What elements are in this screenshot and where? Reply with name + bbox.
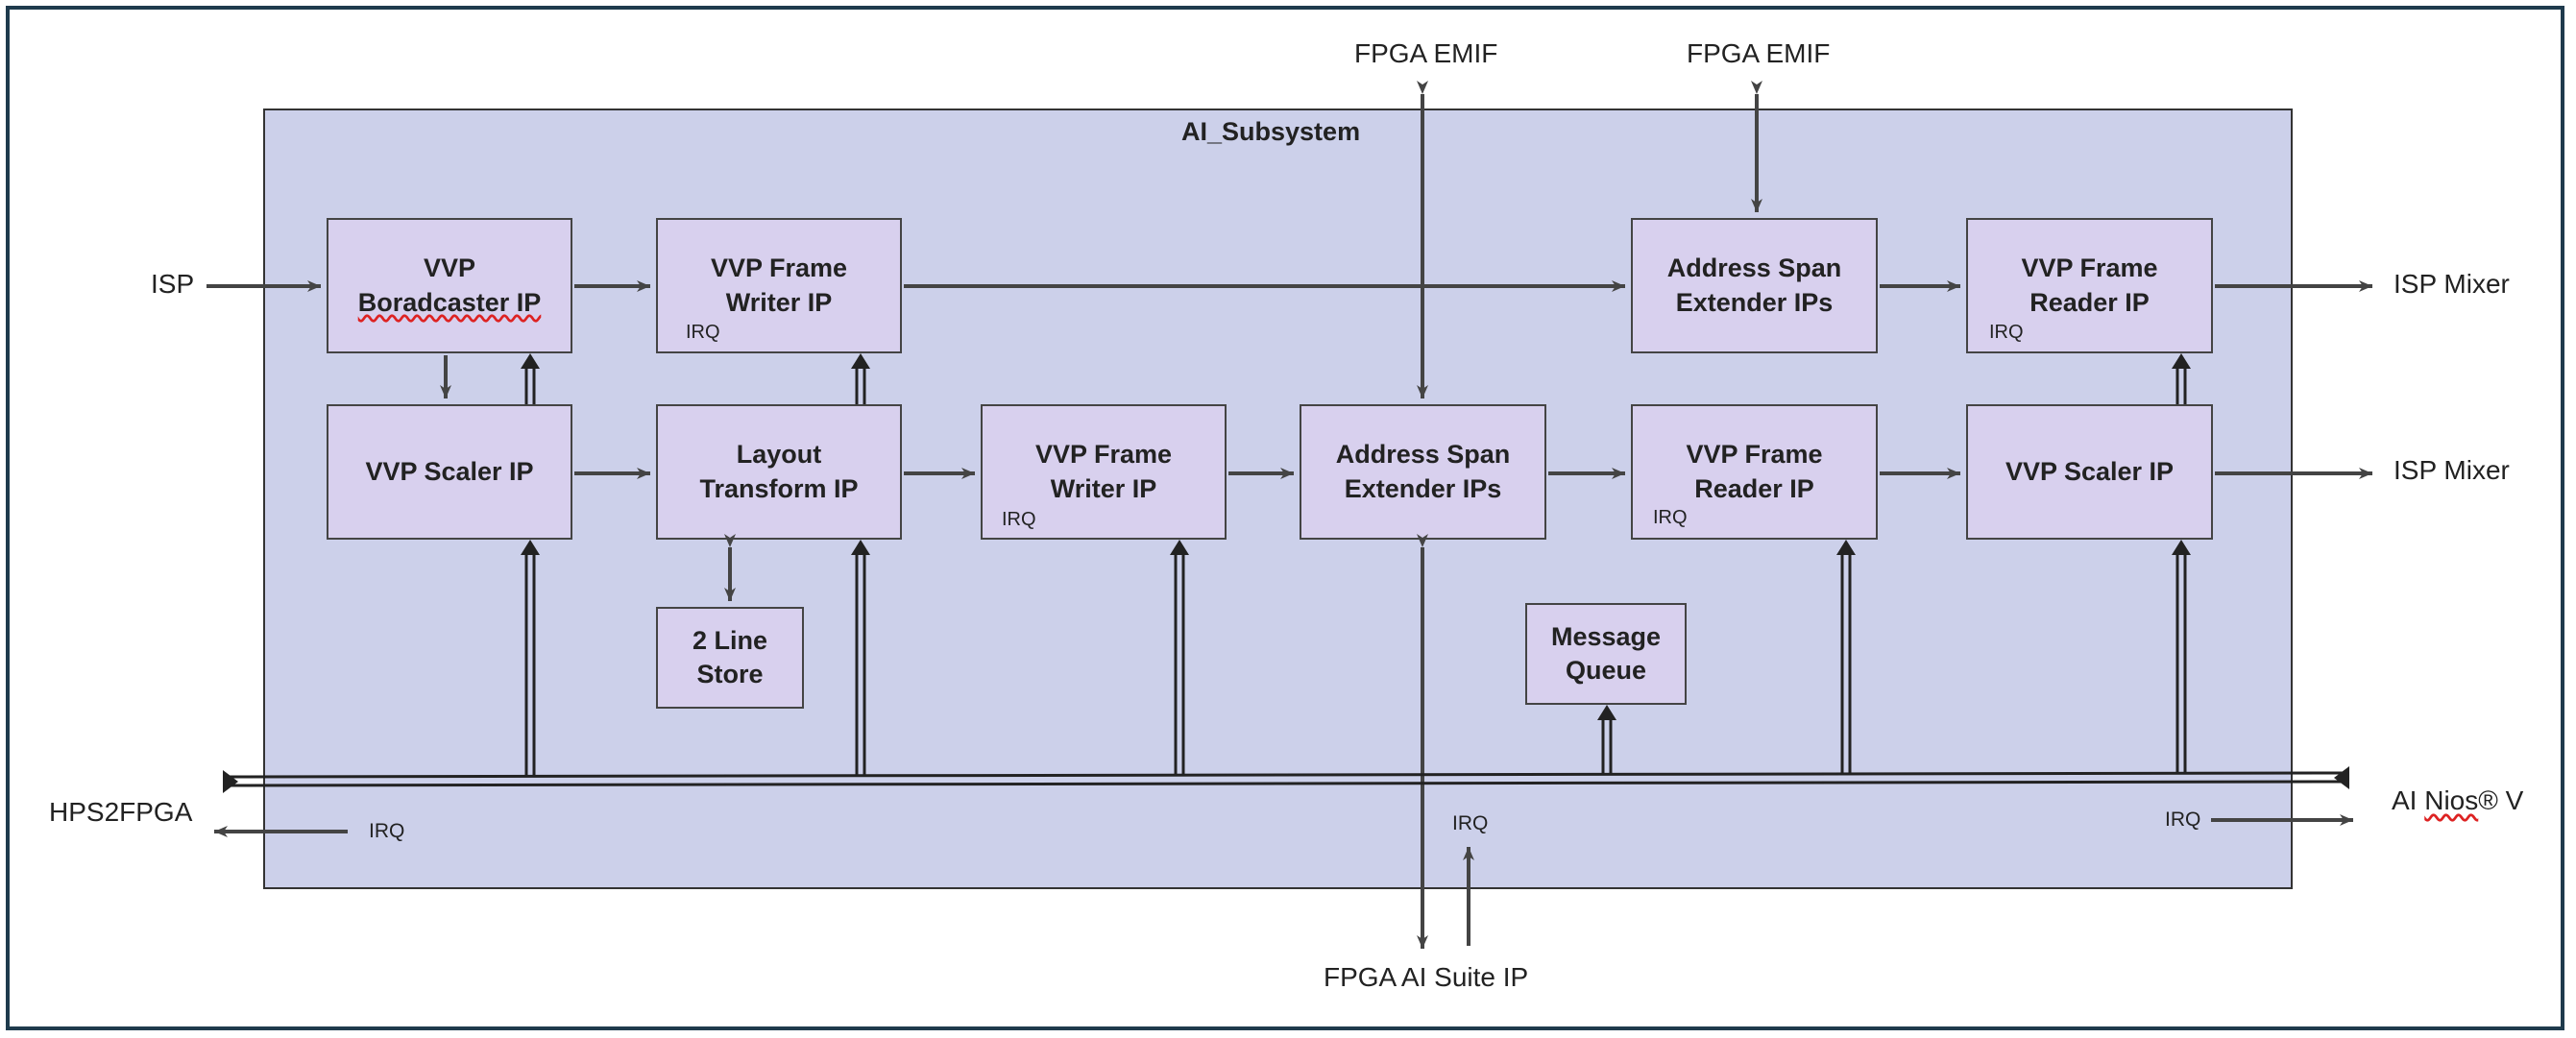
block-label-line1: Address Span: [1335, 440, 1511, 470]
hps2fpga-label: HPS2FPGA: [49, 797, 193, 827]
irq-bottom-label: IRQ: [1452, 812, 1489, 834]
block-label-line2: Writer IP: [725, 287, 833, 317]
isp-mixer-label-2: ISP Mixer: [2394, 455, 2510, 485]
block-label-line1: VVP Frame: [2021, 253, 2158, 283]
ai-nios-prefix: AI: [2392, 785, 2425, 815]
bus-end-left: [223, 770, 238, 793]
subsystem-title: AI_Subsystem: [1181, 117, 1361, 146]
irq-right-label: IRQ: [2165, 809, 2201, 831]
block-label-line2: Extender IPs: [1675, 287, 1834, 317]
block-label-line2: Writer IP: [1050, 473, 1157, 503]
fpga-emif-label-2: FPGA EMIF: [1687, 38, 1831, 68]
block-label-line1: Layout: [736, 440, 822, 470]
ai-nios-v-label: AI Nios® V: [2392, 785, 2523, 816]
block-label-line1: VVP: [423, 253, 476, 283]
bus-end-right: [2334, 766, 2349, 789]
ai-subsystem-container: [263, 109, 2293, 889]
vvp-scaler-right-block: VVP Scaler IP: [1966, 404, 2213, 540]
irq-left-label: IRQ: [369, 820, 405, 842]
vvp-broadcaster-block: VVP Boradcaster IP: [327, 218, 572, 353]
block-label-line2: Extender IPs: [1344, 473, 1502, 503]
block-label-line2: Boradcaster IP: [357, 287, 542, 317]
irq-label: IRQ: [1653, 507, 1688, 528]
block-label-line2: Store: [696, 660, 764, 688]
fpga-ai-suite-label: FPGA AI Suite IP: [1324, 962, 1529, 992]
ai-nios-suffix: ® V: [2478, 785, 2524, 815]
block-label-line1: VVP Frame: [1034, 440, 1173, 470]
fpga-emif-label-1: FPGA EMIF: [1354, 38, 1498, 68]
vvp-scaler-left-block: VVP Scaler IP: [327, 404, 572, 540]
block-label: VVP Scaler IP: [2005, 456, 2175, 486]
isp-input-label: ISP: [151, 269, 195, 299]
avalon-bus: [222, 771, 2348, 787]
block-label-line1: VVP Frame: [710, 253, 848, 283]
irq-label: IRQ: [1989, 322, 2024, 343]
block-label-line2: Reader IP: [2029, 287, 2150, 317]
block-label: VVP Scaler IP: [365, 456, 534, 486]
block-label-line2: Queue: [1565, 656, 1646, 685]
block-label-line2: Transform IP: [699, 473, 859, 503]
irq-label: IRQ: [1002, 509, 1036, 530]
ai-nios-word: Nios: [2424, 785, 2479, 815]
irq-label: IRQ: [686, 322, 720, 343]
isp-mixer-label-1: ISP Mixer: [2394, 269, 2510, 299]
block-label-line1: Message: [1550, 621, 1662, 651]
block-label-line2: Reader IP: [1694, 473, 1814, 503]
block-label-line1: VVP Frame: [1686, 440, 1823, 470]
block-label-line1: Address Span: [1666, 253, 1842, 283]
block-label-line1: 2 Line: [692, 625, 768, 655]
